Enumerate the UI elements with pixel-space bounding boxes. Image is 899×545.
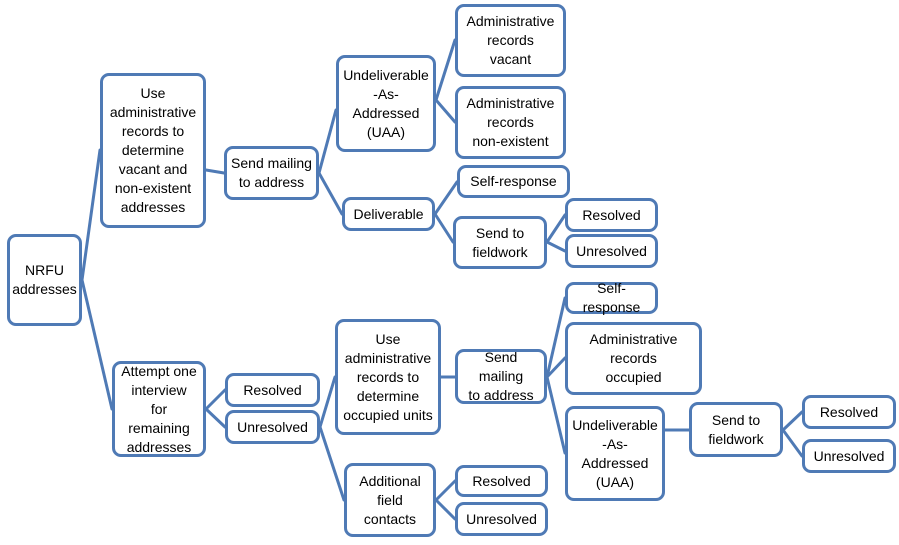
connector-line-24 (434, 498, 457, 521)
node-label: Deliverable (353, 205, 424, 222)
node-label: Undeliverable -As- Addressed (UAA) (343, 66, 429, 140)
node-label: Use administrative records to determine … (343, 330, 433, 423)
node-label: Unresolved (466, 510, 537, 527)
connector-line-5 (317, 171, 344, 216)
connector-line-4 (317, 108, 338, 175)
node-attempt-interview: Attempt one interview for remaining addr… (112, 361, 206, 457)
connector-line-3 (204, 168, 226, 175)
connector-line-13 (204, 407, 227, 429)
node-label: Resolved (472, 472, 531, 489)
node-uaa-top: Undeliverable -As- Addressed (UAA) (336, 55, 436, 152)
node-label: Administrative records vacant (466, 13, 555, 67)
connector-line-15 (318, 425, 346, 502)
node-self-response-top: Self-response (457, 165, 570, 198)
node-resolved-field: Resolved (455, 465, 548, 497)
connector-line-1 (80, 148, 102, 282)
node-self-response-bottom: Self-response (565, 280, 658, 315)
connector-line-18 (545, 356, 567, 379)
node-label: NRFU addresses (12, 262, 77, 297)
node-send-fieldwork-top: Send to fieldwork (453, 216, 547, 269)
node-admin-records-vacant: Administrative records vacant (455, 4, 566, 77)
connector-line-17 (545, 296, 567, 379)
connector-line-19 (545, 375, 567, 455)
connector-line-23 (434, 479, 457, 502)
node-label: Unresolved (576, 242, 647, 259)
connector-line-9 (433, 212, 455, 244)
connector-line-21 (781, 410, 804, 432)
connector-line-7 (434, 98, 457, 124)
node-label: Unresolved (237, 418, 308, 435)
node-send-mailing-bottom: Send mailing to address (455, 349, 547, 404)
node-resolved-interview: Resolved (225, 373, 320, 407)
node-label: Send to fieldwork (708, 411, 764, 447)
connector-line-2 (80, 278, 114, 411)
node-label: Attempt one interview for remaining addr… (121, 362, 197, 455)
node-label: Send mailing to address (468, 349, 534, 403)
connector-line-12 (204, 388, 227, 411)
connector-line-11 (545, 240, 567, 253)
node-label: Administrative records occupied (589, 331, 678, 385)
node-admin-records-occupied-units: Use administrative records to determine … (335, 319, 441, 435)
node-admin-records-vacant-nonexistent: Use administrative records to determine … (100, 73, 206, 228)
node-uaa-bottom: Undeliverable -As- Addressed (UAA) (565, 406, 665, 501)
node-resolved-bottom: Resolved (802, 395, 896, 429)
node-label: Resolved (243, 381, 302, 398)
node-admin-records-nonexistent: Administrative records non-existent (455, 86, 566, 159)
connector-line-6 (434, 38, 457, 102)
node-send-fieldwork-bottom: Send to fieldwork (689, 402, 783, 457)
node-label: Self-response (470, 173, 557, 189)
node-unresolved-bottom: Unresolved (802, 439, 896, 473)
connector-line-22 (781, 428, 804, 458)
node-label: Resolved (819, 403, 879, 420)
node-resolved-top: Resolved (565, 198, 658, 232)
node-additional-field-contacts: Additional field contacts (344, 463, 436, 537)
node-label: Resolved (582, 206, 641, 223)
node-admin-records-occupied: Administrative records occupied (565, 322, 702, 395)
connector-line-14 (318, 375, 337, 429)
node-label: Unresolved (813, 447, 885, 464)
node-deliverable: Deliverable (342, 197, 435, 231)
connector-line-10 (545, 213, 567, 244)
node-send-mailing-top: Send mailing to address (224, 146, 319, 200)
node-label: Undeliverable -As- Addressed (UAA) (572, 416, 658, 490)
connector-line-8 (433, 180, 459, 216)
node-label: Use administrative records to determine … (109, 85, 197, 215)
node-unresolved-top: Unresolved (565, 234, 658, 268)
node-label: Send to fieldwork (472, 224, 528, 260)
node-unresolved-interview: Unresolved (225, 410, 320, 444)
node-label: Send mailing to address (231, 155, 312, 190)
node-nrfu-addresses: NRFU addresses (7, 234, 82, 326)
node-label: Self-response (582, 280, 641, 315)
node-label: Administrative records non-existent (466, 95, 555, 149)
node-unresolved-field: Unresolved (455, 502, 548, 536)
node-label: Additional field contacts (359, 472, 421, 527)
